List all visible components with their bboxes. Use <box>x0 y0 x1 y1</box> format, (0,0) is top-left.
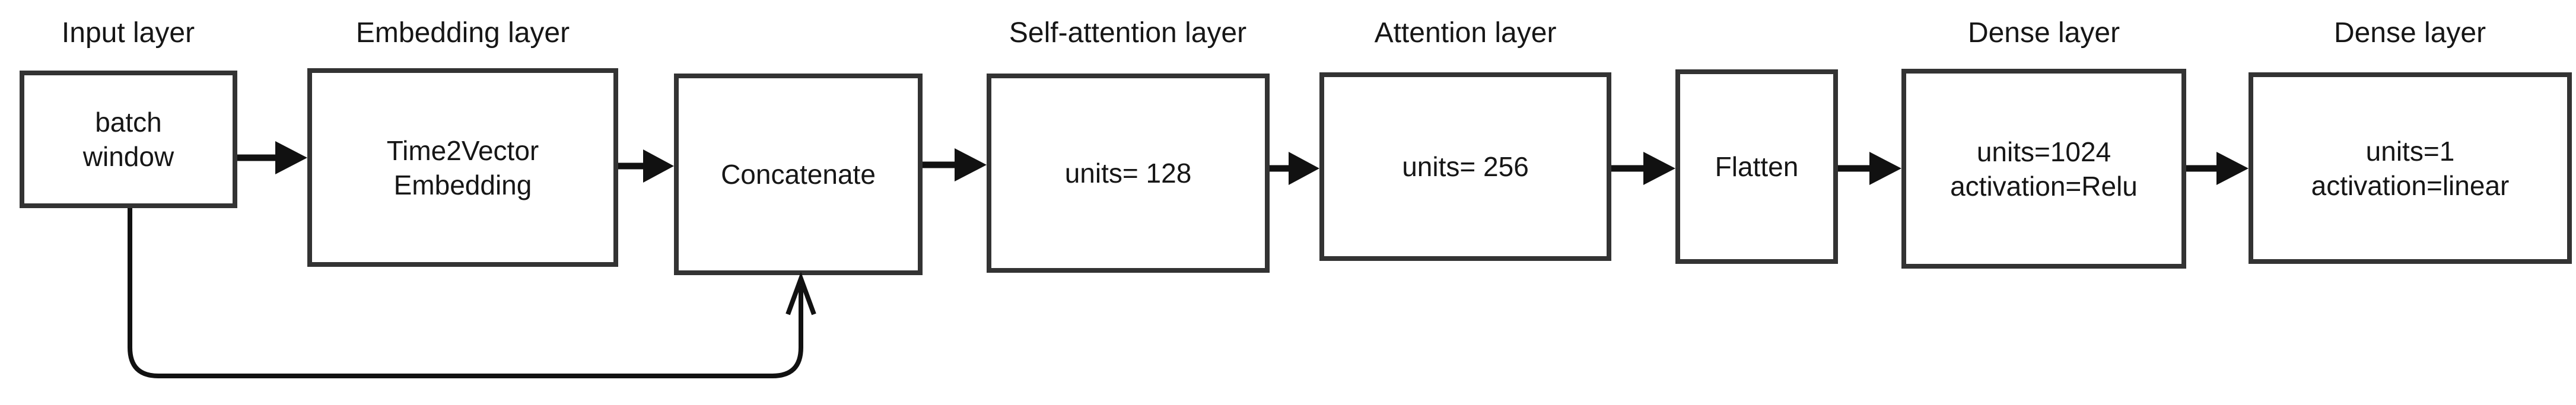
node-time2vector-embedding: Time2Vector Embedding <box>307 68 618 267</box>
arrow-input-to-embedding-icon <box>237 141 307 174</box>
arrow-self-attention-to-attention-icon <box>1270 152 1319 185</box>
node-input-batch-window: batch window <box>20 71 237 208</box>
label-self-attention-layer: Self-attention layer <box>1009 17 1247 49</box>
node-dense-relu: units=1024 activation=Relu <box>1901 69 2186 269</box>
node-attention-text: units= 256 <box>1402 151 1529 182</box>
node-flatten: Flatten <box>1675 69 1838 264</box>
arrow-flatten-to-dense1-icon <box>1838 152 1901 185</box>
label-input-layer: Input layer <box>61 17 195 49</box>
node-dense-relu-text: units=1024 activation=Relu <box>1950 136 2138 202</box>
node-dense-linear: units=1 activation=linear <box>2249 72 2572 264</box>
node-input-text: batch window <box>82 107 174 172</box>
arrow-attention-to-flatten-icon <box>1611 152 1675 185</box>
node-self-attention-text: units= 128 <box>1064 158 1192 189</box>
node-concatenate-text: Concatenate <box>721 159 876 190</box>
label-embedding-layer: Embedding layer <box>355 17 570 49</box>
label-attention-layer: Attention layer <box>1374 17 1557 49</box>
label-dense-layer-1: Dense layer <box>1967 17 2120 49</box>
node-dense-linear-text: units=1 activation=linear <box>2311 135 2510 201</box>
node-concatenate: Concatenate <box>674 74 923 275</box>
arrow-embedding-to-concatenate-icon <box>618 149 674 183</box>
arrow-concatenate-to-self-attention-icon <box>923 148 987 181</box>
node-flatten-text: Flatten <box>1715 151 1799 182</box>
node-self-attention: units= 128 <box>987 74 1270 273</box>
node-attention: units= 256 <box>1319 72 1611 261</box>
node-embedding-text: Time2Vector Embedding <box>386 135 539 200</box>
label-dense-layer-2: Dense layer <box>2333 17 2486 49</box>
arrow-dense1-to-dense2-icon <box>2186 152 2249 185</box>
